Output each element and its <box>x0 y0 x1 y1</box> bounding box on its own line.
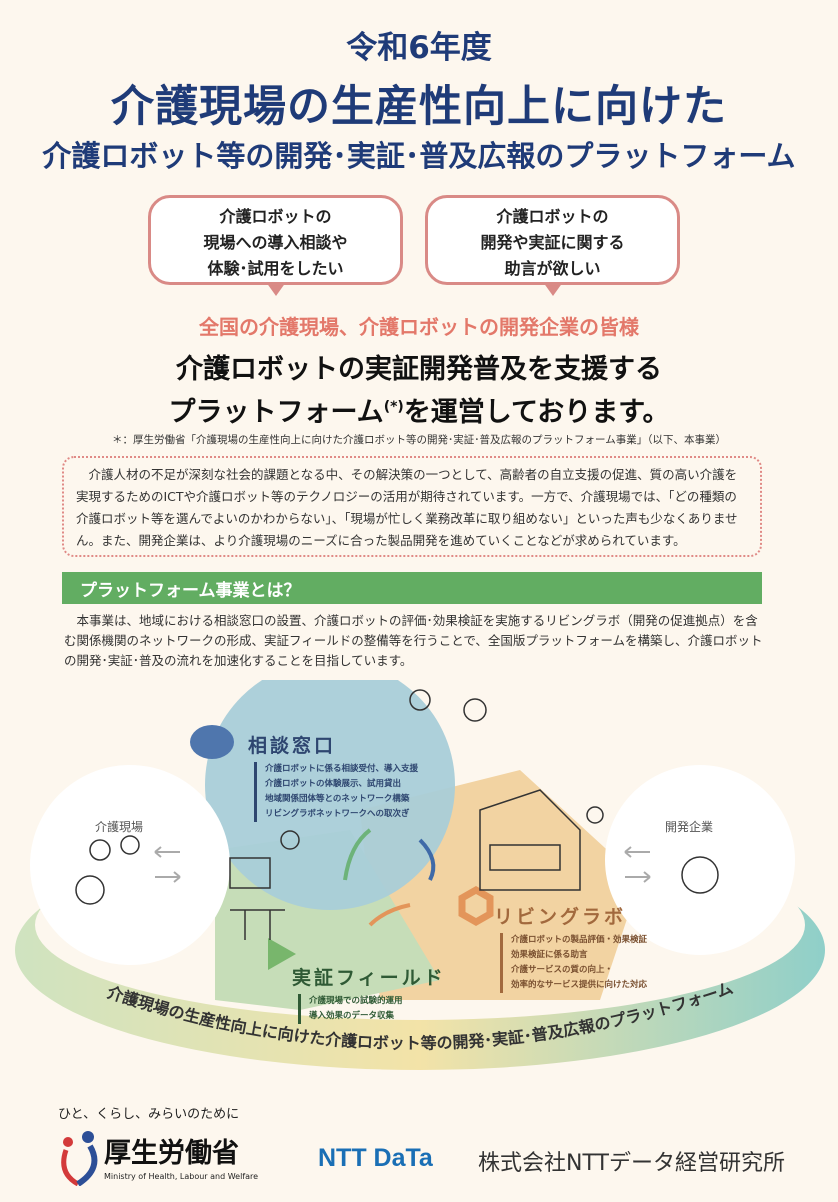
list-item: 介護ロボットに係る相談受付、導入支援 <box>265 764 419 774</box>
list-item: 効率的なサービス提供に向けた対応 <box>511 980 648 990</box>
bubble-line: 体験･試用をしたい <box>207 259 344 278</box>
bubble-line: 開発や実証に関する <box>480 233 625 252</box>
list-item: 導入効果のデータ収集 <box>309 1011 395 1021</box>
headline-text: プラットフォーム <box>168 397 384 428</box>
consult-section: 相談窓口 介護ロボットに係る相談受付、導入支援 介護ロボットの体験展示、試用貸出… <box>248 731 418 822</box>
headline-text: を運営しております。 <box>403 397 670 428</box>
care-site-circle <box>30 765 230 965</box>
arrow-icon <box>368 903 411 927</box>
section-heading: プラットフォーム事業とは？ <box>62 572 762 604</box>
title-main: 介護現場の生産性向上に向けた <box>111 82 727 132</box>
list-item: 地域関係団体等とのネットワーク構築 <box>265 794 410 804</box>
lab-list: 介護ロボットの製品評価・効果検証 効果検証に係る助言 介護サービスの質の向上・ … <box>500 933 647 993</box>
consult-title: 相談窓口 <box>248 735 337 757</box>
footnote-marker: (*) <box>383 399 404 415</box>
consult-area <box>205 680 455 910</box>
field-title: 実証フィールド <box>292 967 446 989</box>
bubble-line: 介護ロボットの <box>219 207 332 226</box>
company-name: 株式会社NTTデータ経営研究所 <box>478 1151 785 1176</box>
chat-bubble-icon <box>190 725 234 759</box>
speech-bubble-developer: 介護ロボットの 開発や実証に関する 助言が欲しい <box>425 195 680 296</box>
speech-bubble-care-site: 介護ロボットの 現場への導入相談や 体験･試用をしたい <box>148 195 403 296</box>
mhlw-english: Ministry of Health, Labour and Welfare <box>104 1172 259 1181</box>
audience-heading: 全国の介護現場、介護ロボットの開発企業の皆様 <box>199 315 639 339</box>
care-site-label: 介護現場 <box>95 820 144 834</box>
bubble-line: 助言が欲しい <box>504 259 601 278</box>
arrow-icon <box>343 828 372 881</box>
exchange-arrows-icon <box>154 846 651 883</box>
slogan: ひと、くらし、みらいのために <box>58 1107 240 1122</box>
title-year: 令和6年度 <box>346 30 492 66</box>
intro-paragraph: 介護人材の不足が深刻な社会的課題となる中、その解決策の一つとして、高齢者の自立支… <box>62 456 762 557</box>
list-item: 介護現場での試験的運用 <box>309 996 403 1006</box>
developer-circle <box>605 765 795 955</box>
developer-label: 開発企業 <box>665 820 714 834</box>
footnote: ＊：厚生労働省「介護現場の生産性向上に向けた介護ロボット等の開発･実証･普及広報… <box>112 434 726 446</box>
ntt-data-logo: NTT DaTa <box>318 1144 433 1172</box>
illustration-people <box>75 689 719 940</box>
field-section: 実証フィールド 介護現場での試験的運用 導入効果のデータ収集 <box>292 963 446 1024</box>
consult-list: 介護ロボットに係る相談受付、導入支援 介護ロボットの体験展示、試用貸出 地域関係… <box>254 762 418 822</box>
list-item: リビングラボネットワークへの取次ぎ <box>265 809 410 819</box>
list-item: 介護ロボットの体験展示、試用貸出 <box>265 779 402 789</box>
list-item: 介護ロボットの製品評価・効果検証 <box>511 935 648 945</box>
list-item: 効果検証に係る助言 <box>511 950 588 960</box>
platform-diagram: 介護現場の生産性向上に向けた介護ロボット等の開発･実証･普及広報のプラットフォー… <box>15 680 825 1070</box>
bubble-line: 介護ロボットの <box>496 207 609 226</box>
lab-section: リビングラボ 介護ロボットの製品評価・効果検証 効果検証に係る助言 介護サービス… <box>494 902 647 993</box>
list-item: 介護サービスの質の向上・ <box>511 965 614 975</box>
hexagon-icon <box>458 885 494 927</box>
bubble-line: 現場への導入相談や <box>203 233 348 252</box>
mhlw-name: 厚生労働省 <box>104 1138 239 1169</box>
headline-line1: 介護ロボットの実証開発普及を支援する <box>176 354 662 385</box>
section-body: 本事業は、地域における相談窓口の設置、介護ロボットの評価･効果検証を実施するリビ… <box>64 613 763 668</box>
title-sub: 介護ロボット等の開発･実証･普及広報のプラットフォーム <box>42 139 796 173</box>
play-icon <box>268 938 296 970</box>
lab-title: リビングラボ <box>494 906 627 928</box>
arrow-icon <box>418 838 436 881</box>
field-list: 介護現場での試験的運用 導入効果のデータ収集 <box>298 994 446 1024</box>
headline-line2: プラットフォーム(*)を運営しております。 <box>0 390 838 429</box>
mhlw-logo-icon <box>61 1131 98 1186</box>
